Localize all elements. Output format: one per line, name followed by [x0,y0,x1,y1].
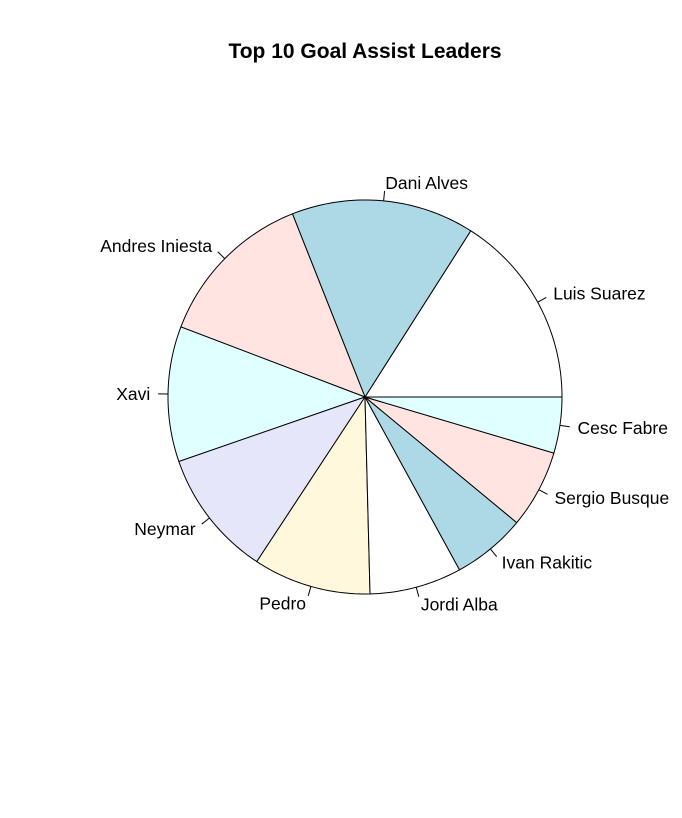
pie-tick-ivan-rakitic [490,548,498,557]
pie-slice-neymar [178,396,367,563]
pie-label-ticks [158,191,570,597]
pie-label-luis-suarez: Luis Suarez [553,284,645,304]
pie-label-neymar: Neymar [134,519,195,539]
pie-tick-dani-alves [383,191,386,201]
pie-slice-xavi [167,326,367,463]
pie-slice-pedro [256,395,371,595]
pie-tick-andres-iniesta [217,251,226,260]
pie-tick-neymar [201,517,210,525]
pie-slice-luis-suarez [364,230,563,398]
pie-tick-cesc-fabre [559,424,570,428]
pie-label-jordi-alba: Jordi Alba [421,594,498,614]
pie-label-pedro: Pedro [259,593,306,613]
pie-label-xavi: Xavi [116,384,150,404]
pie-tick-jordi-alba [415,587,420,597]
pie-slice-sergio-busque [364,396,555,524]
pie-slices [167,199,563,595]
pie-label-sergio-busque: Sergio Busque [554,488,669,508]
pie-label-cesc-fabre: Cesc Fabre [578,418,668,438]
pie-label-dani-alves: Dani Alves [385,173,468,193]
pie-tick-pedro [307,586,312,597]
pie-label-andres-iniesta: Andres Iniesta [100,236,212,256]
pie-tick-sergio-busque [538,489,548,495]
chart-title: Top 10 Goal Assist Leaders [228,40,501,63]
pie-tick-luis-suarez [537,297,547,303]
pie-slice-cesc-fabre [364,396,563,454]
pie-label-ivan-rakitic: Ivan Rakitic [502,553,593,573]
pie-slice-ivan-rakitic [364,396,518,571]
